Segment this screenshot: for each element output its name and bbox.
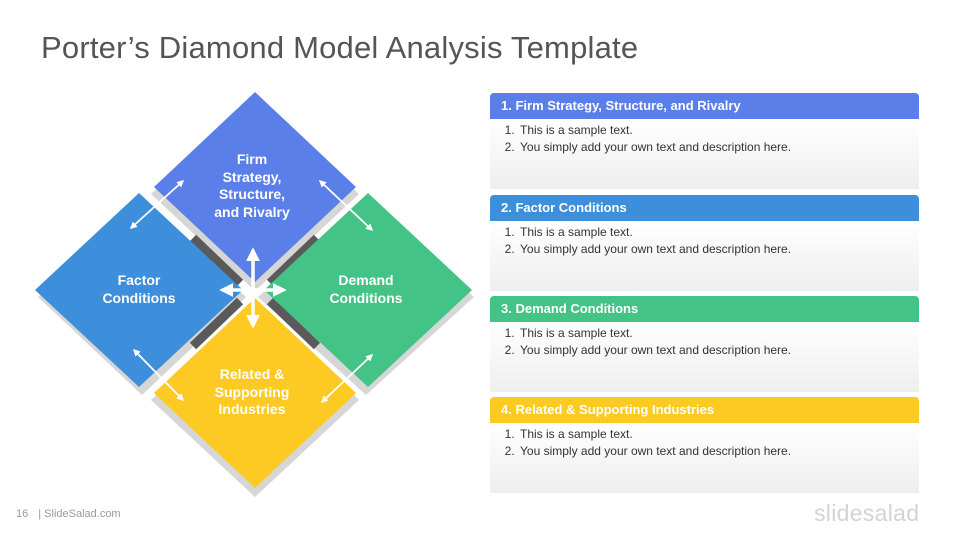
- brand-logo: slidesalad: [814, 500, 920, 526]
- left-quadrant: [35, 193, 243, 387]
- list-item: This is a sample text.: [518, 325, 919, 342]
- right-quadrant: [264, 193, 472, 387]
- panel-demand-conditions: 3. Demand Conditions This is a sample te…: [490, 296, 919, 392]
- footer: 16 | SlideSalad.com: [16, 508, 121, 520]
- panel-body: This is a sample text. You simply add yo…: [490, 119, 919, 189]
- left-quadrant-label: Factor Conditions: [102, 272, 176, 306]
- panel-body: This is a sample text. You simply add yo…: [490, 221, 919, 291]
- footer-site: | SlideSalad.com: [38, 508, 121, 520]
- list-item: You simply add your own text and descrip…: [518, 139, 919, 156]
- page-number: 16: [16, 508, 29, 520]
- list-item: This is a sample text.: [518, 224, 919, 241]
- panel-body: This is a sample text. You simply add yo…: [490, 322, 919, 392]
- panel-factor-conditions: 2. Factor Conditions This is a sample te…: [490, 195, 919, 291]
- center-cross-arrows: [219, 247, 287, 329]
- page-title: Porter’s Diamond Model Analysis Template: [41, 30, 639, 65]
- top-quadrant: [154, 92, 356, 282]
- panel-body: This is a sample text. You simply add yo…: [490, 423, 919, 493]
- arrow-bottom-right: [320, 354, 374, 403]
- panel-related-industries: 4. Related & Supporting Industries This …: [490, 397, 919, 493]
- panel-list: This is a sample text. You simply add yo…: [490, 221, 919, 258]
- list-item: You simply add your own text and descrip…: [518, 241, 919, 258]
- panel-list: This is a sample text. You simply add yo…: [490, 119, 919, 156]
- list-item: This is a sample text.: [518, 122, 919, 139]
- bottom-quadrant: [154, 298, 356, 488]
- arrow-bottom-left: [132, 348, 185, 402]
- arrow-top-left: [129, 180, 185, 229]
- bottom-quadrant-label: Related & Supporting Industries: [214, 366, 290, 417]
- list-item: This is a sample text.: [518, 426, 919, 443]
- list-item: You simply add your own text and descrip…: [518, 342, 919, 359]
- panel-heading: 4. Related & Supporting Industries: [490, 397, 919, 423]
- panel-list: This is a sample text. You simply add yo…: [490, 322, 919, 359]
- panel-heading: 1. Firm Strategy, Structure, and Rivalry: [490, 93, 919, 119]
- list-item: You simply add your own text and descrip…: [518, 443, 919, 460]
- panel-heading: 3. Demand Conditions: [490, 296, 919, 322]
- link-arrows: [129, 180, 374, 403]
- right-quadrant-label: Demand Conditions: [329, 272, 403, 306]
- panel-list: This is a sample text. You simply add yo…: [490, 423, 919, 460]
- panel-heading: 2. Factor Conditions: [490, 195, 919, 221]
- quadrant-connectors: [189, 234, 321, 350]
- panel-firm-strategy: 1. Firm Strategy, Structure, and Rivalry…: [490, 93, 919, 189]
- arrow-top-right: [318, 180, 374, 231]
- top-quadrant-label: Firm Strategy, Structure, and Rivalry: [214, 151, 290, 220]
